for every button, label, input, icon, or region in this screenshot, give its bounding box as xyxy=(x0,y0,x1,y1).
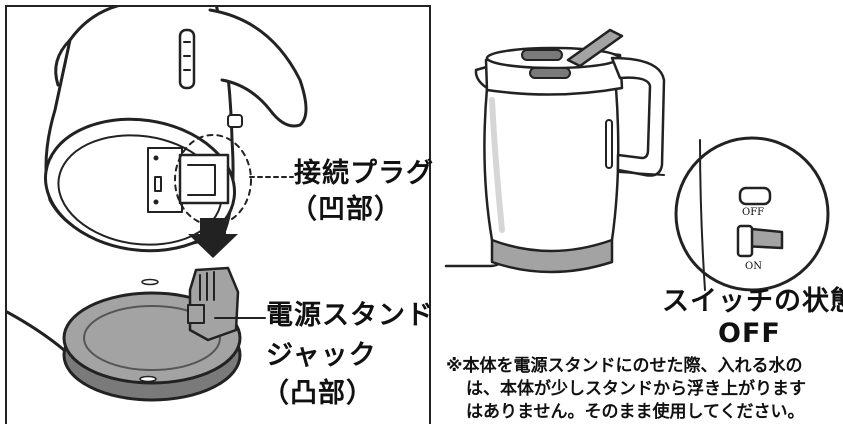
switch-zoom-circle xyxy=(674,136,830,292)
kettle-bottom-rim xyxy=(43,117,237,253)
switch-on-marking: ON xyxy=(745,261,762,272)
note-line3: はありません。そのまま使用してください。 xyxy=(466,402,805,422)
jack-label-line1: 電源スタンド xyxy=(266,300,434,331)
right-kettle-handle xyxy=(610,56,666,177)
right-lid-lever xyxy=(566,28,624,68)
note-line2: は、本体が少しスタンドから浮き上がります xyxy=(466,379,806,399)
down-arrow xyxy=(188,218,238,258)
kettle-handle-slot xyxy=(178,28,196,90)
kettle-spout xyxy=(54,38,72,87)
switch-off-marking: OFF xyxy=(742,207,765,218)
plug-label-line2: （凹部） xyxy=(290,194,402,225)
kettle-handle xyxy=(208,8,308,128)
left-illustration-frame xyxy=(5,5,431,424)
switch-caption-line2: OFF xyxy=(718,318,781,349)
power-cord xyxy=(7,310,66,352)
switch-caption-line1: スイッチの状態 xyxy=(662,286,843,317)
switch-pointer-line xyxy=(617,171,665,176)
plug-label-line1: 接続プラグ xyxy=(294,158,434,189)
jack-label-line2: ジャック xyxy=(266,340,377,371)
switch-upper-slot xyxy=(738,186,772,206)
note-line1: ※本体を電源スタンドにのせた際、入れる水の xyxy=(446,356,803,376)
jack-label-line3: （凸部） xyxy=(262,378,374,409)
